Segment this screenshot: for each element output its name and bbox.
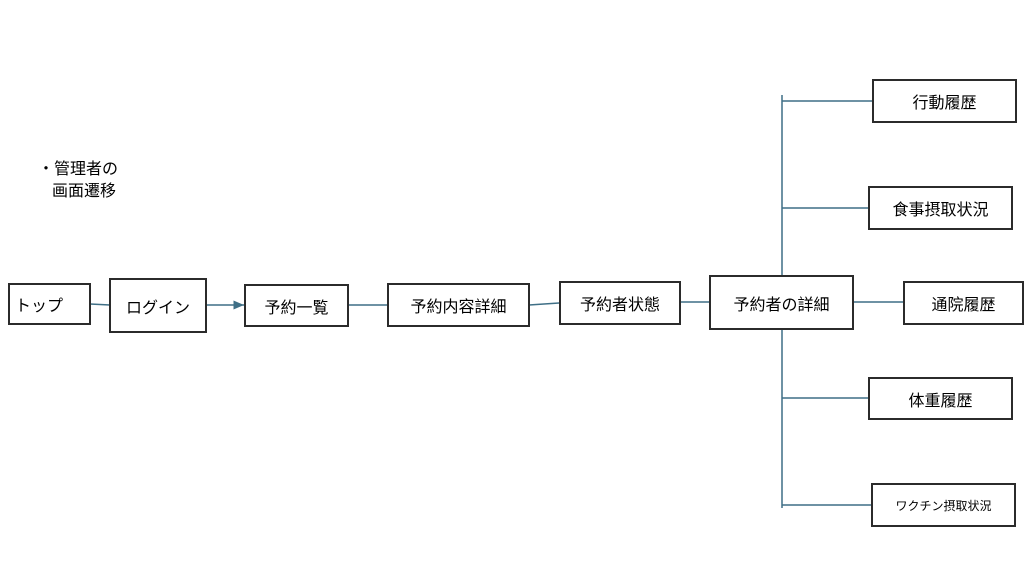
node-login-label: ログイン	[125, 297, 190, 317]
node-reserver-status: 予約者状態	[559, 281, 681, 325]
node-reservation-list-label: 予約一覧	[264, 297, 329, 317]
node-weight-history: 体重履歴	[868, 377, 1013, 420]
node-vaccine-intake-label: ワクチン摂取状況	[895, 498, 992, 513]
note-line-2: 画面遷移	[52, 181, 117, 200]
node-weight-history-label: 体重履歴	[908, 390, 973, 410]
node-reserver-detail: 予約者の詳細	[709, 275, 854, 330]
screen-transition-note: ・管理者の 画面遷移	[38, 158, 118, 202]
node-reservation-detail-label: 予約内容詳細	[410, 297, 507, 316]
node-meal-intake: 食事摂取状況	[868, 186, 1013, 230]
node-action-history: 行動履歴	[872, 79, 1017, 123]
node-reservation-list: 予約一覧	[244, 284, 349, 327]
connector-detail-status	[528, 302, 560, 306]
note-line-1: ・管理者の	[38, 159, 119, 178]
node-top-label: トップ	[15, 296, 64, 315]
node-reserver-status-label: 予約者状態	[579, 295, 660, 314]
node-reserver-detail-label: 予約者の詳細	[733, 294, 830, 314]
node-meal-intake-label: 食事摂取状況	[892, 200, 989, 219]
node-vaccine-intake: ワクチン摂取状況	[871, 483, 1016, 527]
node-action-history-label: 行動履歴	[912, 93, 977, 112]
node-hospital-history: 通院履歴	[903, 281, 1024, 325]
node-hospital-history-label: 通院履歴	[931, 295, 996, 314]
node-top: トップ	[8, 283, 91, 325]
connector-top-login	[89, 303, 111, 306]
node-login: ログイン	[109, 278, 207, 333]
node-reservation-detail: 予約内容詳細	[387, 283, 530, 327]
